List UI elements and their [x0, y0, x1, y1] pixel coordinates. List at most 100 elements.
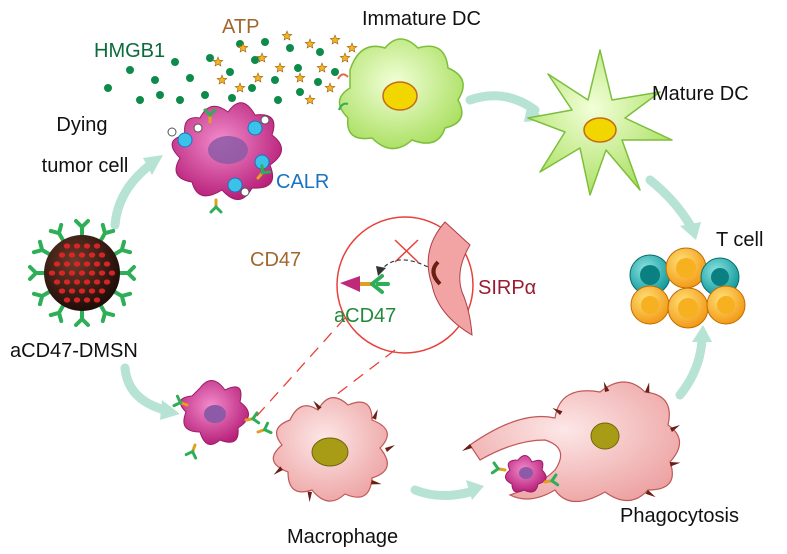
arrow-mature-to-tcell: [645, 175, 695, 230]
np-pore: [63, 297, 71, 303]
dying-tumor-cell: [167, 102, 282, 214]
t-cell: [630, 285, 670, 325]
hmgb1-dot: [271, 76, 279, 84]
label-dying-line1: Dying: [56, 114, 107, 136]
np-pore: [93, 243, 101, 249]
np-pore: [83, 243, 91, 249]
np-pore: [68, 288, 76, 294]
atp-star: [216, 74, 228, 85]
phagocytosis-cell: [462, 381, 681, 503]
atp-star: [234, 82, 246, 93]
np-pore: [88, 252, 96, 258]
label-dying-line2: tumor cell: [42, 155, 129, 177]
atp-star: [274, 62, 286, 73]
t-cell-cluster: [629, 247, 746, 329]
hmgb1-dot: [186, 74, 194, 82]
np-pore: [73, 297, 81, 303]
atp-star: [281, 30, 293, 41]
hmgb1-dot: [286, 44, 294, 52]
atp-star: [252, 72, 264, 83]
atp-star: [304, 94, 316, 105]
np-pore: [78, 252, 86, 258]
np-pore: [63, 243, 71, 249]
zoom-inset: [336, 216, 474, 354]
blocked-cross-icon: [394, 239, 419, 263]
atp-star: [212, 56, 224, 67]
atp-star: [324, 82, 336, 93]
np-pore: [93, 297, 101, 303]
label-hmgb1: HMGB1: [94, 40, 165, 62]
label-phagocytosis: Phagocytosis: [620, 505, 739, 527]
atp-star: [304, 38, 316, 49]
np-pore: [88, 288, 96, 294]
np-pore: [83, 261, 91, 267]
atp-star: [256, 52, 268, 63]
hmgb1-dot: [331, 68, 339, 76]
np-pore: [53, 261, 61, 267]
np-pore: [83, 297, 91, 303]
atp-star: [329, 34, 341, 45]
np-pore: [58, 270, 66, 276]
label-acd47: aCD47: [334, 305, 396, 327]
label-atp: ATP: [222, 16, 259, 38]
np-pore: [63, 279, 71, 285]
arrow-np-to-macrophage: [120, 363, 170, 415]
np-pore: [48, 270, 56, 276]
mature-dc-cell: [527, 49, 673, 196]
t-cell: [665, 247, 707, 289]
atp-star: [316, 62, 328, 73]
np-pore: [68, 270, 76, 276]
np-pore: [58, 288, 66, 294]
np-pore: [73, 261, 81, 267]
np-pore: [78, 288, 86, 294]
cycle-arrows: [110, 91, 707, 500]
hmgb1-dot: [126, 66, 134, 74]
atp-star: [346, 42, 358, 53]
np-antibody: [28, 265, 46, 281]
t-cell: [667, 287, 709, 329]
arrow-immature-to-mature: [465, 91, 540, 115]
np-antibody: [118, 265, 136, 281]
arrow-phago-to-tcell: [675, 335, 707, 400]
np-pore: [58, 252, 66, 258]
hmgb1-dot: [171, 58, 179, 66]
hmgb1-dot: [261, 38, 269, 46]
np-pore: [98, 270, 106, 276]
atp-star: [237, 42, 249, 53]
hmgb1-dot: [176, 96, 184, 104]
label-cd47: CD47: [250, 249, 301, 271]
atp-star: [294, 72, 306, 83]
hmgb1-dot: [248, 84, 256, 92]
hmgb1-dot: [136, 96, 144, 104]
np-pore: [103, 279, 111, 285]
arrow-mac-to-phago: [410, 485, 475, 500]
np-pore: [98, 252, 106, 258]
label-acd47-dmsn: aCD47-DMSN: [10, 340, 138, 362]
t-cell: [706, 285, 746, 325]
np-antibody: [74, 219, 90, 237]
arrow-np-to-dying: [110, 160, 155, 230]
hmgb1-dot: [316, 48, 324, 56]
cd47-antibody-complex: [360, 274, 390, 294]
immature-dc-cell: [337, 38, 464, 150]
np-pore: [93, 279, 101, 285]
np-pore: [73, 279, 81, 285]
hmgb1-dot: [228, 94, 236, 102]
np-pore: [73, 243, 81, 249]
np-pore: [63, 261, 71, 267]
atp-star: [339, 52, 351, 63]
label-calr: CALR: [276, 171, 329, 193]
cycle-arrowheads: [143, 102, 712, 500]
acd47-dmsn-particle: [28, 219, 136, 327]
hmgb1-dot: [296, 88, 304, 96]
np-antibody: [74, 309, 90, 327]
hmgb1-dot: [104, 84, 112, 92]
np-pore: [68, 252, 76, 258]
label-immature-dc: Immature DC: [362, 8, 481, 30]
hmgb1-molecules: [104, 38, 339, 104]
atp-molecules: [212, 30, 358, 105]
np-pore: [108, 270, 116, 276]
hmgb1-dot: [226, 68, 234, 76]
